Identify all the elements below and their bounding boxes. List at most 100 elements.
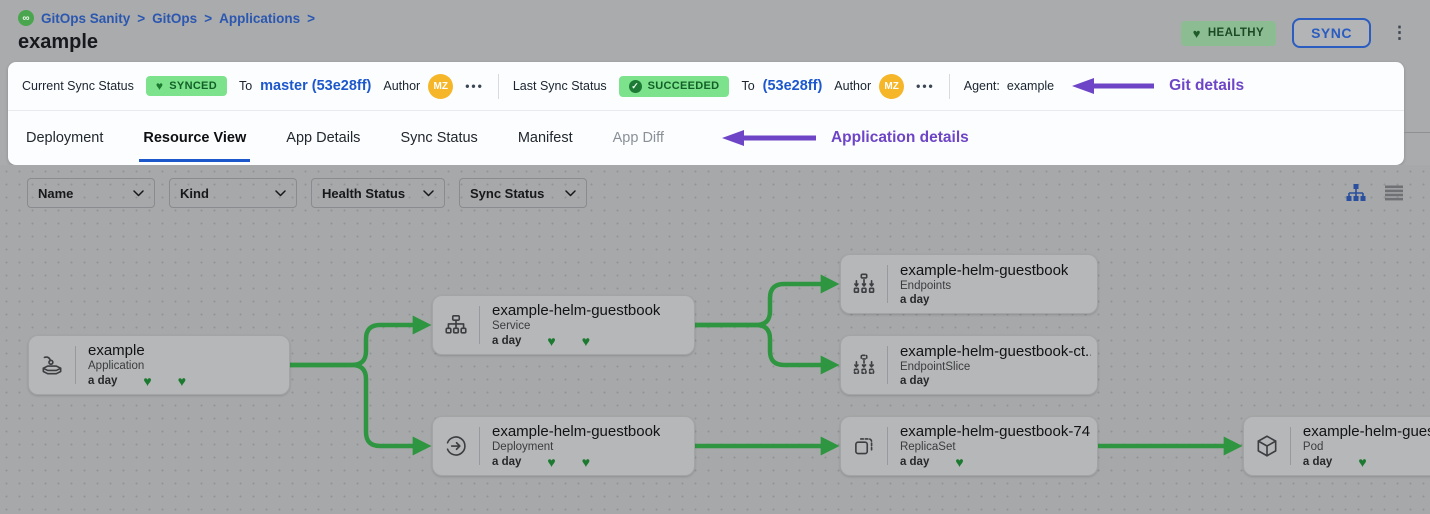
tab-app-diff[interactable]: App Diff — [612, 130, 664, 146]
last-to-label: To — [741, 79, 755, 93]
node-title: example-helm-guestbook-ct... — [899, 343, 1091, 360]
filter-name-dropdown[interactable]: Name — [27, 178, 155, 208]
last-commit-link[interactable]: (53e28ff) — [762, 78, 823, 94]
healthy-heart-icon: ♥ — [1358, 453, 1367, 470]
divider — [887, 427, 888, 465]
node-title: example-helm-guestbook — [900, 262, 1069, 279]
pod-icon — [1244, 433, 1290, 459]
node-age: a day — [899, 456, 930, 468]
filter-health-status-label: Health Status — [322, 185, 406, 201]
page-title: example — [18, 31, 99, 53]
last-more-icon[interactable]: ••• — [916, 79, 935, 93]
breadcrumb-link-applications[interactable]: Applications — [219, 10, 301, 26]
node-endpointslice[interactable]: example-helm-guestbook-ct... EndpointSli… — [840, 335, 1098, 395]
node-endpoints[interactable]: example-helm-guestbook Endpoints a day — [840, 254, 1098, 314]
divider — [75, 346, 76, 384]
last-author-label: Author — [834, 79, 872, 93]
app-tabs: Deployment Resource View App Details Syn… — [8, 110, 1404, 165]
divider — [479, 427, 480, 465]
node-age: a day — [492, 335, 522, 347]
health-hearts: ♥ — [1332, 455, 1366, 470]
healthy-heart-icon: ♥ — [1192, 25, 1201, 41]
tab-app-details[interactable]: App Details — [286, 130, 361, 146]
tab-manifest[interactable]: Manifest — [517, 130, 573, 146]
git-details-label: Git details — [1169, 77, 1245, 94]
healthy-heart-icon: ♥ — [547, 453, 556, 470]
healthy-heart-icon: ♥ — [143, 372, 152, 389]
last-author-avatar: MZ — [879, 73, 905, 99]
node-kind: EndpointSlice — [899, 361, 971, 373]
succeeded-badge: ✓ SUCCEEDED — [618, 75, 730, 97]
node-title: example-helm-guestbook-74... — [899, 422, 1091, 440]
current-commit-link[interactable]: master (53e28ff) — [260, 78, 372, 94]
node-replicaset[interactable]: example-helm-guestbook-74... ReplicaSet … — [840, 416, 1098, 476]
divider — [887, 265, 888, 303]
healthy-heart-icon: ♥ — [547, 332, 556, 349]
node-age: a day — [492, 456, 522, 468]
kebab-menu-icon[interactable]: ⋮ — [1391, 23, 1408, 43]
breadcrumb-link-gitops[interactable]: GitOps — [152, 10, 198, 26]
node-service[interactable]: example-helm-guestbook Service a day♥♥ — [432, 295, 695, 355]
node-deployment[interactable]: example-helm-guestbook Deployment a day♥… — [432, 416, 695, 476]
app-status-card: Current Sync Status ♥ SYNCED To master (… — [8, 62, 1404, 165]
chevron-down-icon — [133, 189, 144, 196]
breadcrumb-separator: > — [137, 10, 146, 26]
current-more-icon[interactable]: ••• — [465, 79, 484, 93]
service-icon — [433, 312, 479, 338]
tree-view-toggle-icon[interactable] — [1345, 182, 1367, 204]
tab-resource-view[interactable]: Resource View — [139, 130, 251, 162]
healthy-heart-icon: ♥ — [955, 453, 964, 470]
node-age: a day — [900, 294, 930, 306]
filter-sync-status-dropdown[interactable]: Sync Status — [459, 178, 587, 208]
breadcrumb-separator: > — [204, 10, 213, 26]
health-hearts: ♥ — [929, 455, 963, 470]
left-arrow-icon — [1072, 78, 1155, 94]
sync-button[interactable]: SYNC — [1292, 18, 1371, 48]
left-arrow-icon — [721, 130, 816, 146]
synced-badge: ♥ SYNCED — [145, 76, 227, 96]
application-details-annotation: Application details — [718, 128, 969, 148]
divider — [497, 73, 499, 99]
tab-deployment[interactable]: Deployment — [26, 130, 104, 146]
node-pod[interactable]: example-helm-guestbook Pod a day♥ — [1243, 416, 1430, 476]
node-kind: Service — [492, 319, 531, 332]
git-details-annotation: Git details — [1068, 76, 1244, 96]
chevron-down-icon — [423, 189, 434, 196]
node-kind: Application — [88, 359, 145, 372]
divider — [479, 306, 480, 344]
divider — [1290, 427, 1291, 465]
current-author-label: Author — [383, 79, 421, 93]
healthy-heart-icon: ♥ — [177, 372, 187, 389]
node-application-example[interactable]: example Application a day♥♥ — [28, 335, 290, 395]
synced-badge-label: SYNCED — [169, 80, 217, 92]
succeeded-check-icon: ✓ — [628, 79, 642, 93]
divider — [948, 73, 950, 99]
chevron-down-icon — [275, 189, 286, 196]
healthy-heart-icon: ♥ — [581, 332, 591, 349]
health-badge-label: HEALTHY — [1207, 27, 1265, 39]
filter-kind-dropdown[interactable]: Kind — [169, 178, 297, 208]
health-hearts: ♥♥ — [521, 455, 590, 470]
filter-health-status-dropdown[interactable]: Health Status — [311, 178, 445, 208]
node-kind: Deployment — [492, 440, 554, 453]
breadcrumb-link-gitops-sanity[interactable]: GitOps Sanity — [41, 10, 131, 26]
filter-kind-label: Kind — [180, 185, 209, 201]
node-age: a day — [88, 375, 118, 387]
node-age: a day — [899, 375, 930, 387]
node-title: example-helm-guestbook — [1302, 422, 1430, 440]
succeeded-badge-label: SUCCEEDED — [647, 80, 720, 92]
node-title: example-helm-guestbook — [492, 422, 661, 440]
breadcrumb: ∞ GitOps Sanity > GitOps > Applications … — [18, 10, 1412, 26]
endpointslice-icon — [841, 352, 887, 378]
tab-sync-status[interactable]: Sync Status — [400, 130, 478, 146]
agent-value: example — [1006, 79, 1055, 93]
current-sync-status-label: Current Sync Status — [22, 79, 134, 93]
list-view-toggle-icon[interactable] — [1384, 184, 1404, 202]
healthy-heart-icon: ♥ — [581, 453, 591, 470]
agent-label: Agent: — [963, 79, 1000, 93]
health-hearts: ♥♥ — [521, 334, 590, 349]
health-hearts: ♥♥ — [117, 374, 186, 389]
divider — [887, 346, 888, 384]
node-age: a day — [1302, 456, 1333, 468]
synced-heart-icon: ♥ — [155, 79, 164, 93]
